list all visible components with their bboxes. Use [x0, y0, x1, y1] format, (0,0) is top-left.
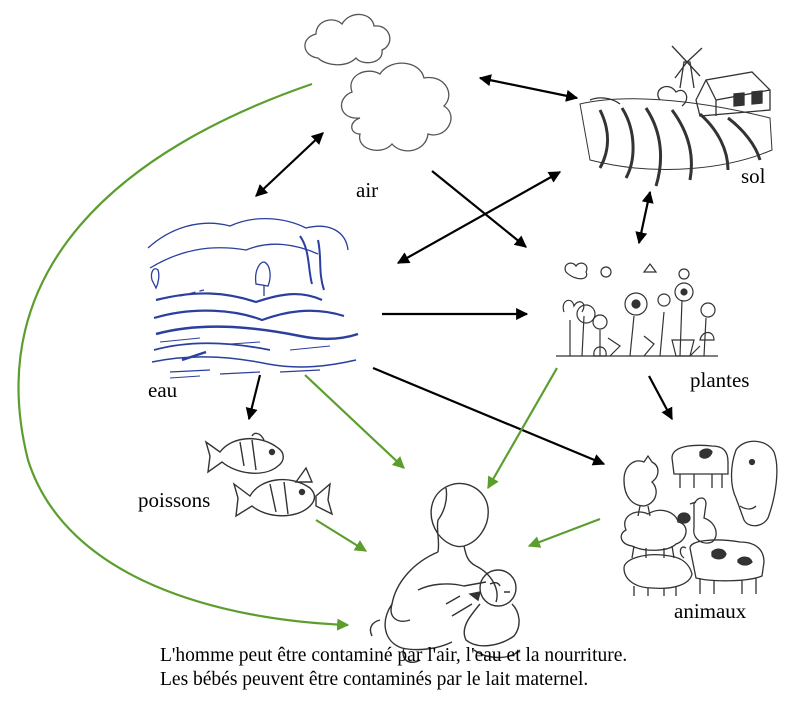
mother-baby-icon	[369, 482, 521, 664]
arrow-sol-eau	[396, 171, 562, 264]
arrow-air-eau	[255, 132, 324, 197]
caption-line-1: L'homme peut être contaminé par l'air, l…	[160, 645, 628, 666]
caption: L'homme peut être contaminé par l'air, l…	[160, 644, 627, 692]
arrow-eau-poissons	[245, 374, 262, 421]
arrow-poissons-homme	[315, 519, 368, 552]
label-air: air	[356, 178, 379, 202]
arrow-sol-plantes	[635, 190, 654, 245]
arrow-animaux-homme	[527, 517, 601, 548]
flowers-icon	[556, 262, 718, 357]
label-eau: eau	[148, 378, 178, 402]
label-poissons: poissons	[138, 488, 211, 512]
environment-arrows	[245, 74, 673, 466]
cloud-icon	[304, 13, 452, 152]
caption-line-2: Les bébés peuvent être contaminés par le…	[160, 669, 589, 690]
fish-icon	[204, 432, 334, 518]
farm-animals-icon	[620, 440, 778, 596]
label-animaux: animaux	[674, 599, 747, 623]
arrow-plantes-animaux	[648, 375, 673, 421]
label-plantes: plantes	[690, 368, 750, 392]
label-sol: sol	[741, 164, 766, 188]
farm-icon	[579, 45, 773, 187]
arrow-air-homme	[17, 82, 350, 631]
contamination-arrows	[17, 82, 601, 631]
river-icon	[147, 217, 359, 379]
arrow-air-sol	[478, 74, 579, 102]
arrow-plantes-homme	[487, 367, 558, 490]
arrow-eau-animaux	[372, 366, 606, 466]
arrow-eau-homme	[304, 374, 405, 469]
